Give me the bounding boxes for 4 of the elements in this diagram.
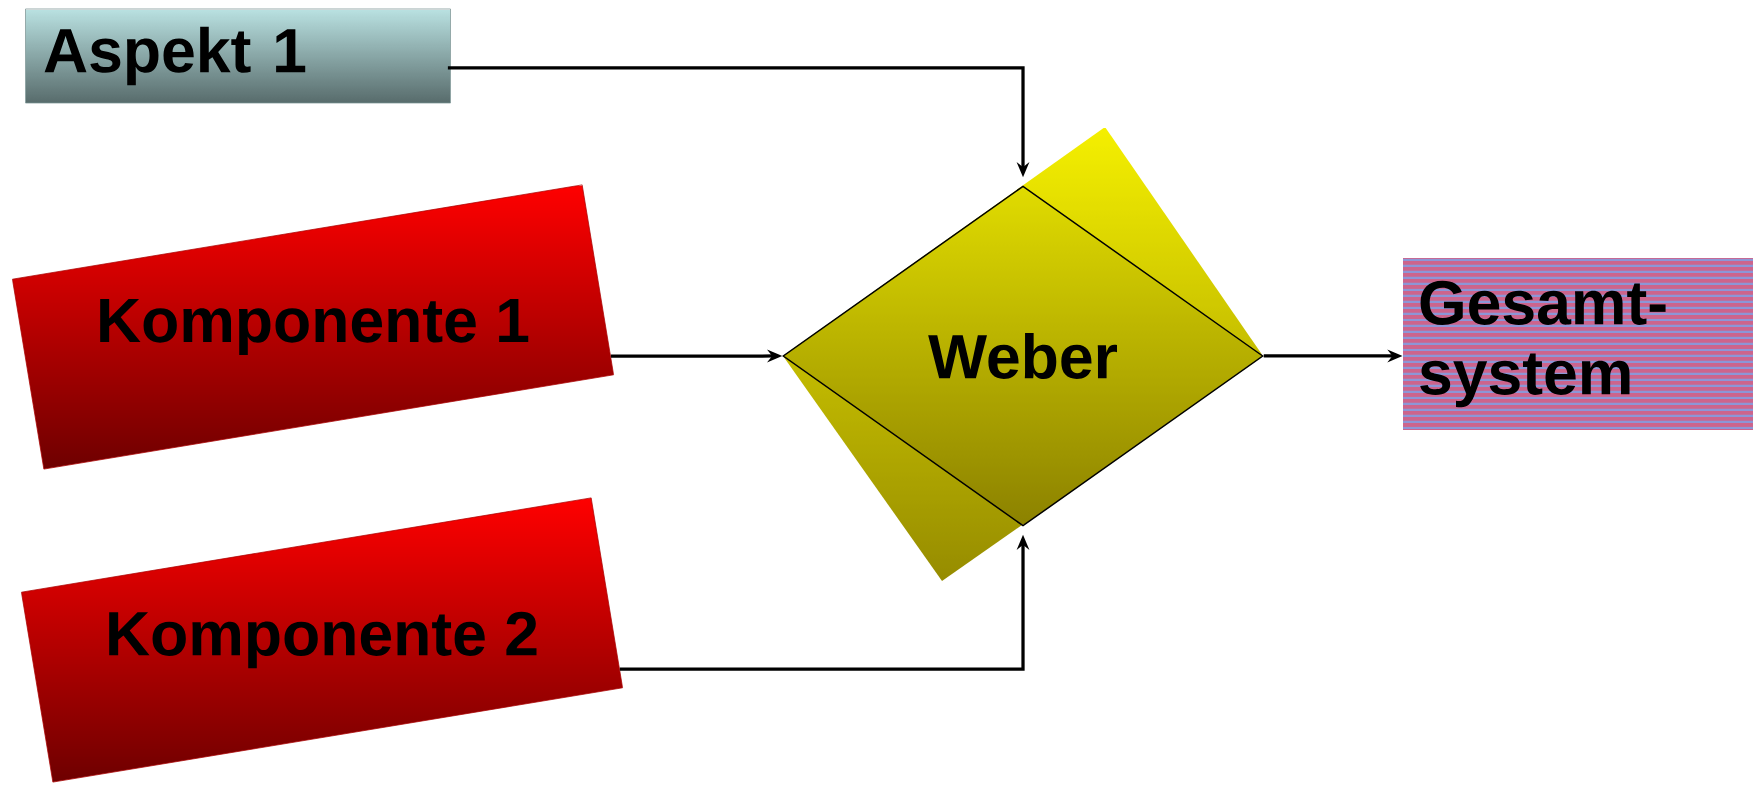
component-box: Komponente 2 — [21, 497, 623, 783]
system-box: Gesamt- system — [1403, 258, 1753, 430]
aspect-box: Aspekt 1 — [25, 8, 451, 104]
component-box: Komponente 1 — [12, 184, 614, 470]
